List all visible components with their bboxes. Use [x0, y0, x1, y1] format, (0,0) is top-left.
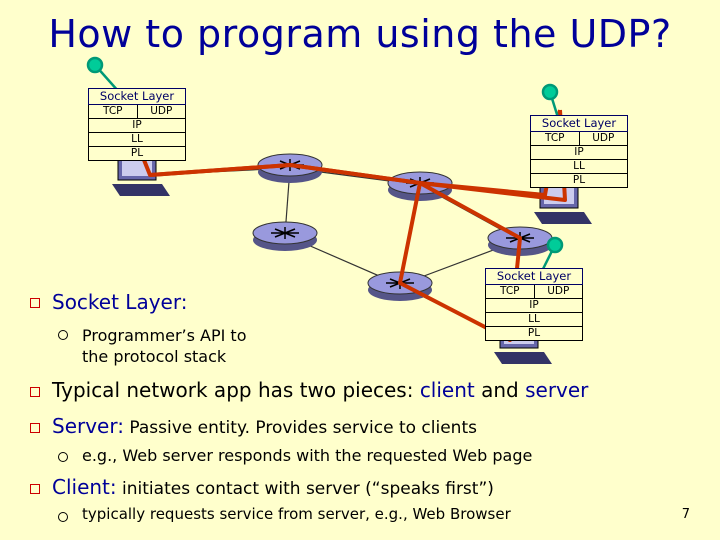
- bullet-marker: [30, 387, 40, 397]
- bullet-marker: [30, 484, 40, 494]
- tcp-label: TCP: [103, 105, 123, 117]
- client-label: Client:: [52, 475, 117, 499]
- tcp-label: TCP: [500, 285, 520, 297]
- route-left-to-right: [136, 109, 567, 202]
- socket-layer-label: Socket Layer: [485, 268, 583, 285]
- protocol-stack-bottom: Socket Layer TCP UDP IP LL PL: [485, 268, 583, 341]
- udp-label: UDP: [136, 105, 186, 118]
- server-text: Server: Passive entity. Provides service…: [52, 414, 477, 438]
- server-term: server: [525, 378, 589, 402]
- socket-dot: [546, 236, 564, 254]
- client-text: Client: initiates contact with server (“…: [52, 475, 494, 499]
- app-pieces-prefix: Typical network app has two pieces:: [52, 378, 420, 402]
- router-icon: [252, 221, 318, 251]
- socket-dot: [541, 83, 559, 101]
- socket-layer-description: Programmer’s API to: [82, 326, 247, 345]
- protocol-stack-left: Socket Layer TCP UDP IP LL PL: [88, 88, 186, 161]
- tcp-label: TCP: [545, 132, 565, 144]
- ip-label: IP: [574, 146, 584, 158]
- server-label: Server:: [52, 414, 124, 438]
- ll-label: LL: [131, 133, 143, 145]
- slide-title: How to program using the UDP?: [48, 12, 672, 56]
- udp-label: UDP: [533, 285, 583, 298]
- bullet-marker: [30, 423, 40, 433]
- ll-label: LL: [528, 313, 540, 325]
- bullet-marker: [30, 298, 40, 308]
- route-left-to-bottom: [149, 163, 522, 342]
- sub-bullet-marker: [58, 512, 68, 522]
- page-number: 7: [681, 507, 690, 522]
- ip-label: IP: [132, 119, 142, 131]
- socket-layer-label: Socket Layer: [88, 88, 186, 105]
- server-description: Passive entity. Provides service to clie…: [123, 418, 477, 438]
- socket-dot: [86, 56, 104, 74]
- ip-label: IP: [529, 299, 539, 311]
- socket-layer-heading: Socket Layer:: [52, 290, 188, 314]
- socket-layer-description-2: the protocol stack: [82, 347, 227, 366]
- client-term: client: [419, 378, 475, 402]
- sub-bullet-marker: [58, 452, 68, 462]
- client-description: initiates contact with server (“speaks f…: [116, 479, 494, 499]
- udp-label: UDP: [578, 132, 628, 145]
- server-example: e.g., Web server responds with the reque…: [82, 446, 533, 465]
- app-pieces-text: Typical network app has two pieces: clie…: [52, 378, 588, 402]
- pl-label: PL: [130, 147, 144, 159]
- protocol-stack-right: Socket Layer TCP UDP IP LL PL: [530, 115, 628, 188]
- ll-label: LL: [573, 160, 585, 172]
- pl-label: PL: [527, 327, 541, 339]
- sub-bullet-marker: [58, 330, 68, 340]
- client-example: typically requests service from server, …: [82, 505, 511, 523]
- socket-layer-label: Socket Layer: [530, 115, 628, 132]
- pl-label: PL: [572, 174, 586, 186]
- app-pieces-and: and: [474, 378, 526, 402]
